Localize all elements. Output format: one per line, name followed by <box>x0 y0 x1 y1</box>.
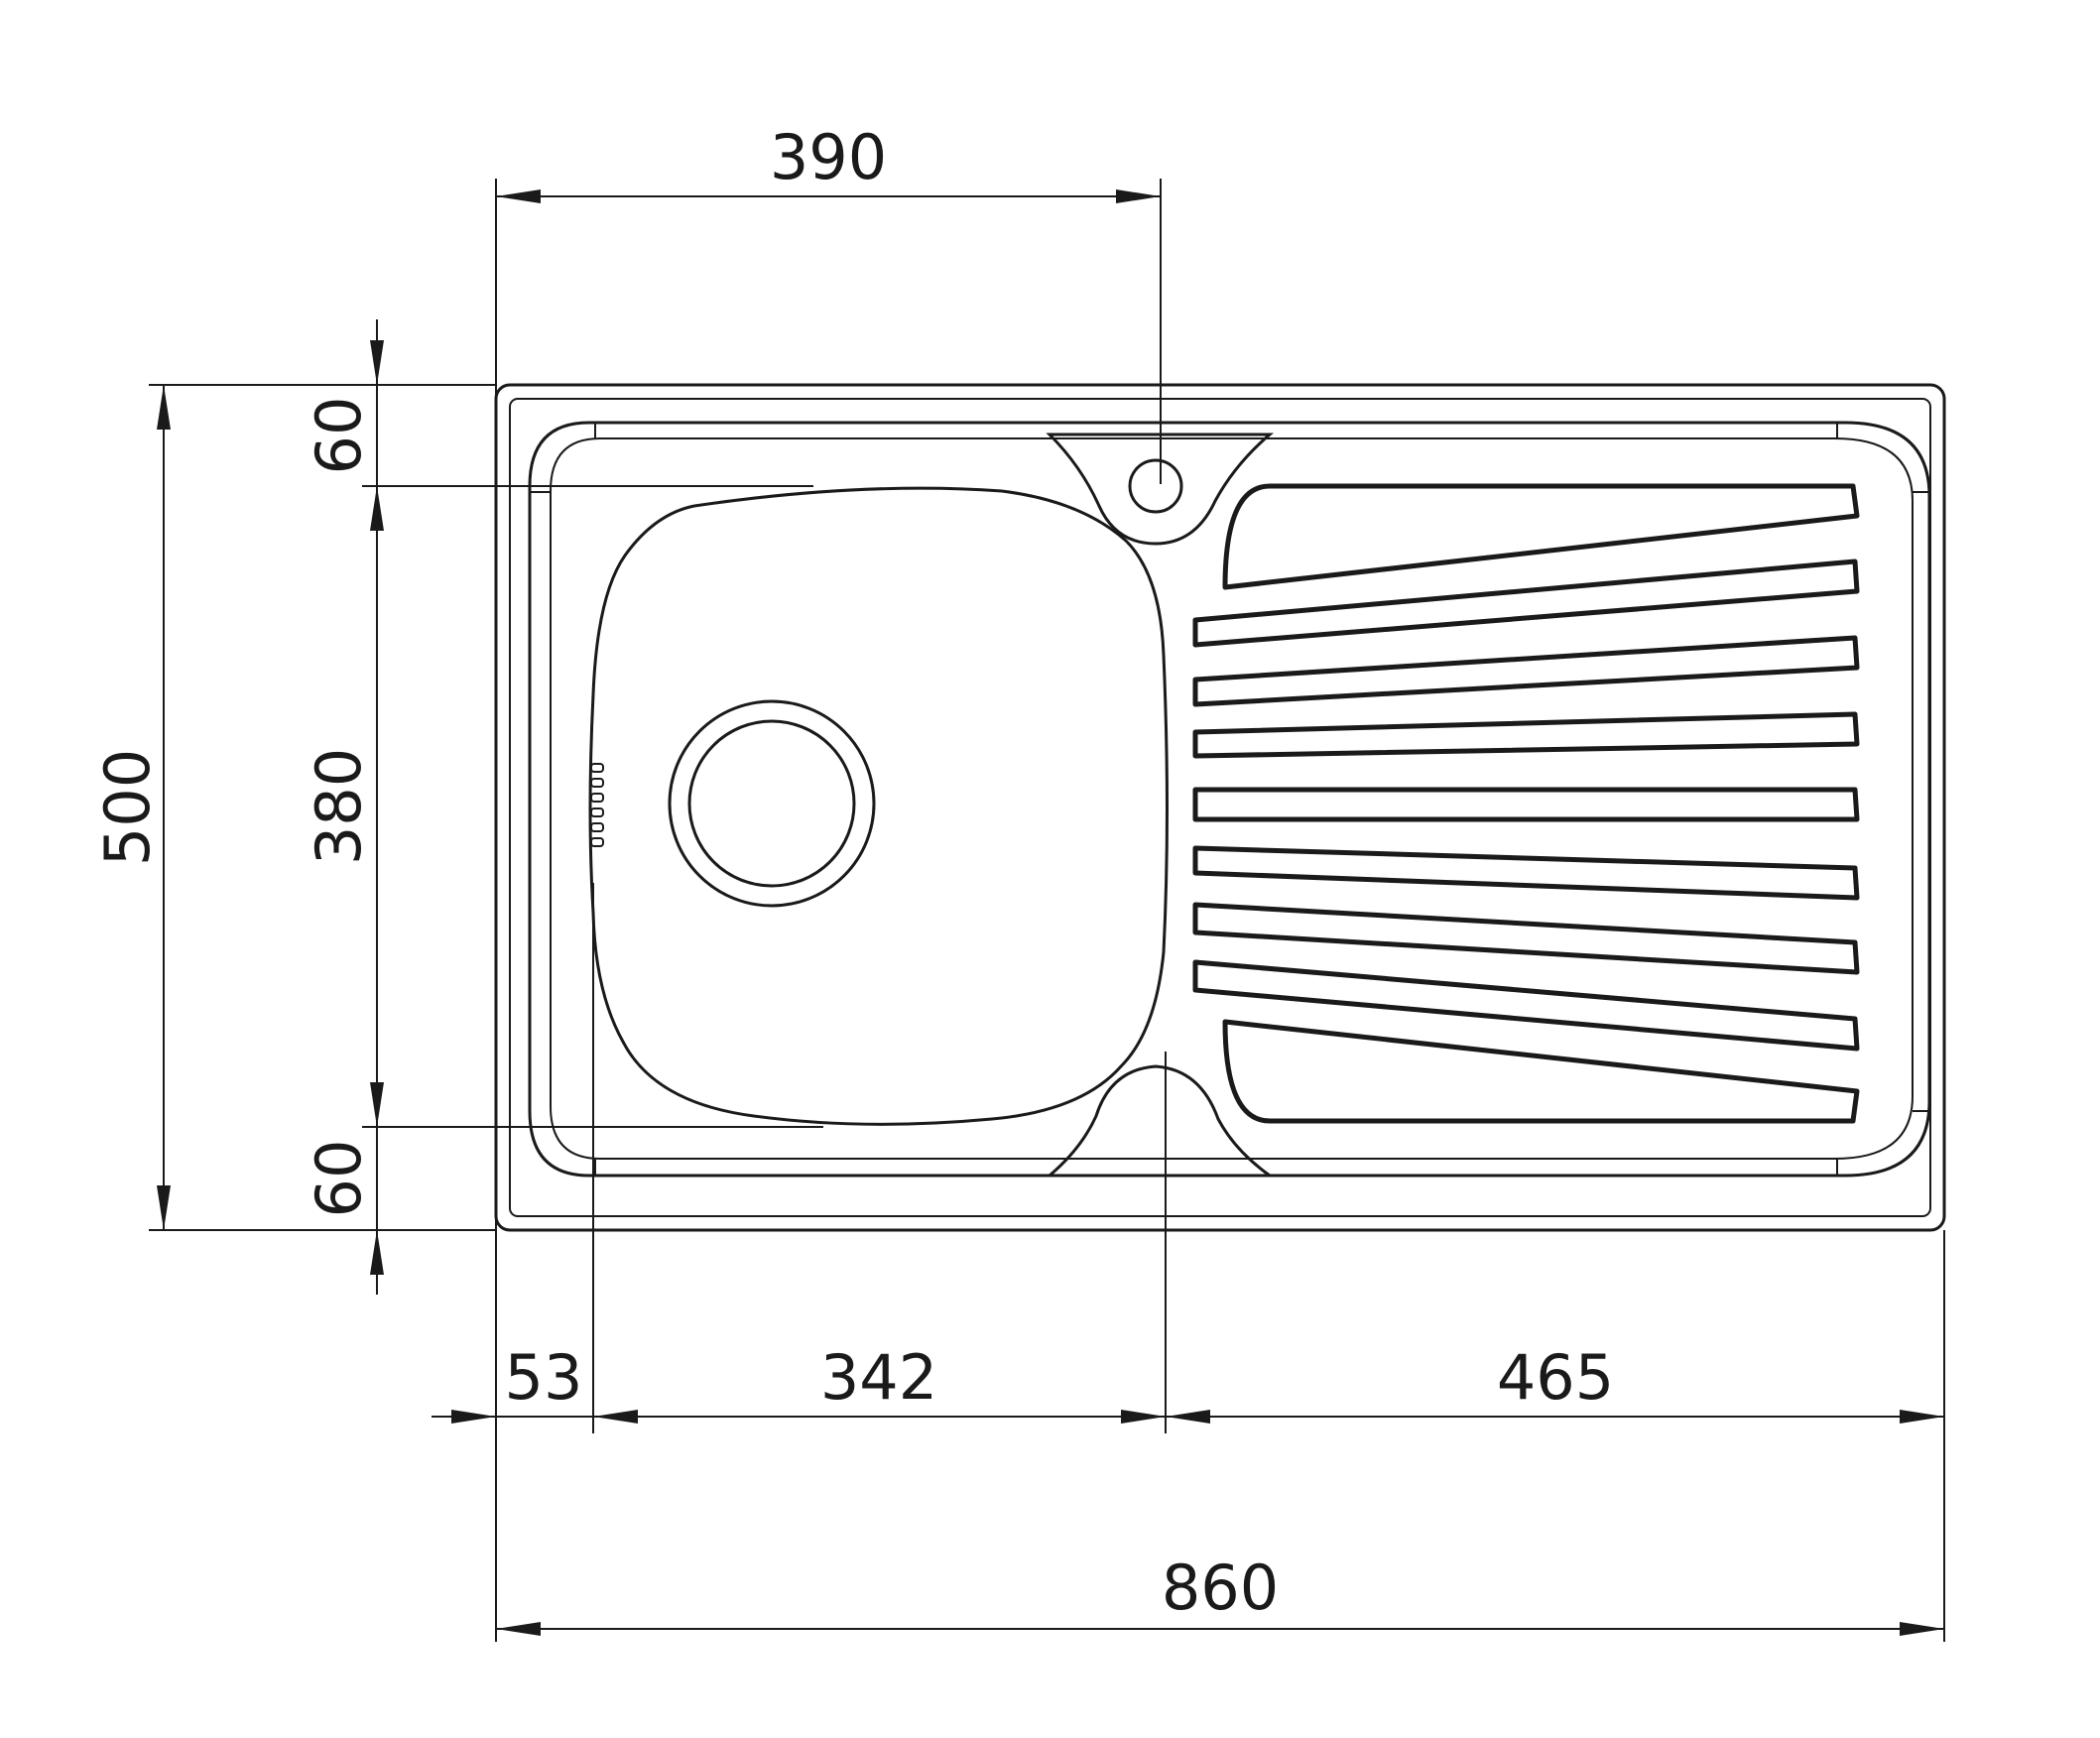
drainer-groove-2 <box>1192 559 1860 648</box>
dim-label-500: 500 <box>91 749 164 866</box>
drainer-groove-9 <box>1222 1019 1860 1124</box>
dim-label-380: 380 <box>303 748 375 865</box>
dim-label-860: 860 <box>1162 1552 1279 1624</box>
sink-outer-rim <box>494 383 1946 1232</box>
dim-vertical-chain: 60 380 60 <box>303 319 384 1295</box>
tray-step-top <box>594 423 1838 1176</box>
overflow-slots <box>590 763 604 847</box>
bowl-drain-inner <box>687 719 856 888</box>
drainer-groove-5 <box>1192 787 1860 822</box>
dim-label-53: 53 <box>505 1341 583 1414</box>
tap-hole <box>1128 458 1183 514</box>
dim-label-60-bottom: 60 <box>303 1140 375 1218</box>
drainer-groove-6 <box>1192 845 1860 901</box>
dim-horizontal-chain: 53 342 465 <box>432 1341 1944 1424</box>
dim-label-342: 342 <box>820 1341 937 1414</box>
drainer-groove-8 <box>1192 959 1860 1052</box>
sink-bowl <box>588 486 1169 1126</box>
bowl-drain-outer <box>668 699 876 908</box>
dim-label-60-top: 60 <box>303 397 375 475</box>
drainer-groove-4 <box>1192 711 1860 759</box>
sink-inner-rim <box>509 398 1931 1217</box>
dim-500: 500 <box>91 385 171 1230</box>
sink-tray-inner <box>550 437 1914 1160</box>
dim-390: 390 <box>496 121 1161 203</box>
drainer-groove-7 <box>1192 902 1860 975</box>
dim-label-390: 390 <box>770 121 887 193</box>
bottom-notch <box>1045 1064 1275 1178</box>
drainer-grooves <box>1192 483 1860 1124</box>
dim-label-465: 465 <box>1497 1341 1614 1414</box>
extension-lines <box>149 179 1945 1642</box>
drainer-groove-3 <box>1192 635 1860 707</box>
dim-860: 860 <box>496 1552 1944 1636</box>
drainer-groove-1 <box>1222 483 1860 590</box>
tap-hole-area <box>1045 433 1275 1178</box>
sink-tray-outline <box>528 421 1931 1178</box>
sink-body <box>494 383 1946 1232</box>
top-notch <box>1046 433 1275 546</box>
bowl-outline <box>588 486 1169 1126</box>
